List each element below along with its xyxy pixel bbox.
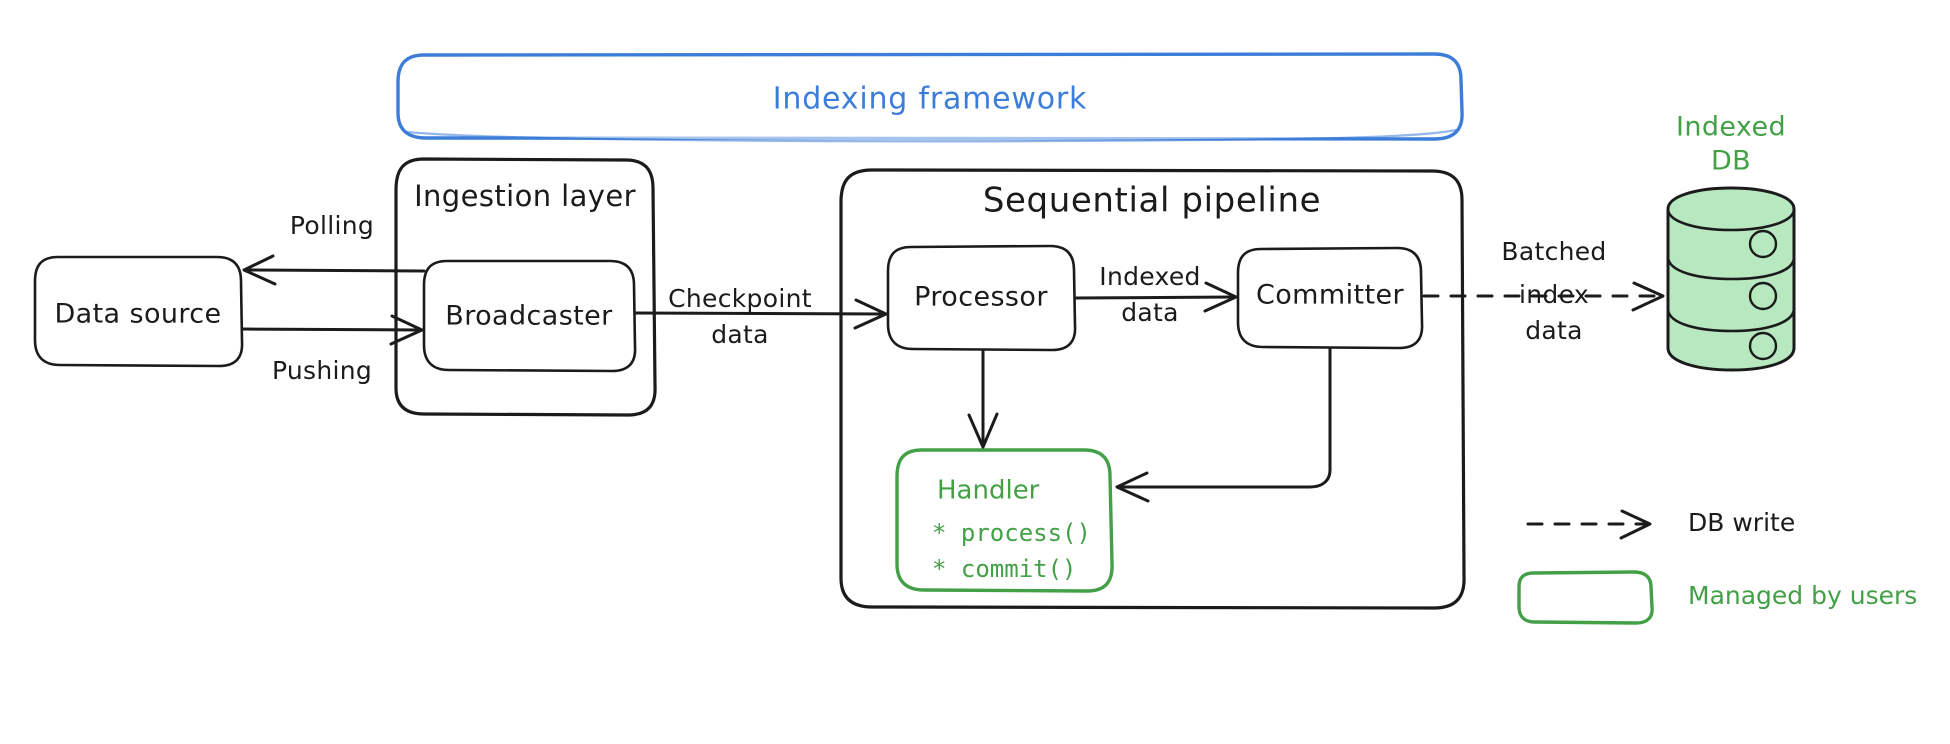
batched-label-line2: index (1519, 280, 1589, 309)
checkpoint-arrowhead (853, 298, 888, 330)
pushing-line (240, 327, 422, 332)
legend-managed-by-users-label: Managed by users (1688, 581, 1917, 610)
edge-indexed-data: Indexed data (1073, 262, 1238, 327)
edge-batched-index-data: Batched index data (1422, 237, 1665, 345)
pushing-label: Pushing (272, 356, 372, 385)
ingestion-layer-label: Ingestion layer (414, 179, 636, 213)
processor-shape (886, 244, 1077, 352)
handler-method-process: * process() (932, 519, 1091, 547)
db-indicator-dot-1 (1748, 229, 1778, 259)
db-cylinder-top-ellipse (1666, 207, 1796, 232)
node-handler[interactable]: Handler * process() * commit() (895, 448, 1114, 593)
committer-label: Committer (1256, 280, 1404, 311)
db-cylinder-band-2 (1666, 307, 1796, 333)
checkpoint-line (633, 311, 886, 316)
legend-item-db-write[interactable]: DB write (1526, 508, 1795, 540)
broadcaster-label: Broadcaster (445, 301, 613, 332)
checkpoint-label-line2: data (711, 320, 769, 349)
edge-committer-to-handler (1115, 346, 1332, 503)
committer-handler-line (1118, 346, 1332, 489)
node-data-source[interactable]: Data source (33, 255, 244, 368)
broadcaster-shape (422, 259, 637, 373)
polling-line (244, 268, 426, 273)
indexed-label-line2: data (1121, 298, 1179, 327)
legend: DB write Managed by users (1517, 508, 1917, 625)
batched-label-line1: Batched (1501, 237, 1606, 266)
node-processor[interactable]: Processor (886, 244, 1077, 352)
legend-item-managed-by-users[interactable]: Managed by users (1517, 570, 1917, 625)
db-indicator-dot-3 (1748, 331, 1778, 361)
indexed-line (1073, 295, 1236, 300)
processor-handler-arrowhead (967, 412, 999, 449)
handler-method-commit: * commit() (932, 555, 1077, 583)
indexed-label-line1: Indexed (1099, 262, 1200, 291)
processor-label: Processor (914, 282, 1048, 313)
data-source-label: Data source (54, 299, 221, 330)
framework-banner-label: Indexing framework (773, 82, 1087, 117)
committer-handler-arrowhead (1115, 471, 1150, 503)
sequential-pipeline-label: Sequential pipeline (983, 181, 1321, 221)
node-broadcaster[interactable]: Broadcaster (422, 259, 637, 373)
polling-label: Polling (290, 211, 374, 240)
handler-shape (895, 448, 1114, 593)
pushing-arrowhead (389, 314, 424, 346)
indexed-database[interactable]: Indexed DB (1666, 112, 1796, 372)
db-indicator-dot-2 (1748, 281, 1778, 311)
checkpoint-label-line1: Checkpoint (668, 284, 812, 313)
indexed-db-label-line2: DB (1711, 146, 1751, 177)
edge-processor-to-handler (967, 348, 999, 449)
indexed-arrowhead (1203, 281, 1238, 313)
framework-banner-sketch-stroke (406, 128, 1458, 143)
data-source-shape (33, 255, 244, 368)
indexed-db-label-line1: Indexed (1676, 112, 1786, 143)
node-committer[interactable]: Committer (1236, 246, 1424, 350)
committer-shape (1236, 246, 1424, 350)
edge-pushing: Pushing (240, 314, 424, 385)
indexing-framework-banner[interactable]: Indexing framework (396, 52, 1464, 143)
polling-arrowhead (242, 254, 277, 286)
batched-arrowhead (1631, 281, 1665, 312)
edge-polling: Polling (242, 211, 426, 286)
legend-dashed-arrowhead (1619, 509, 1652, 540)
handler-title: Handler (937, 476, 1040, 506)
db-cylinder-band-1 (1666, 256, 1796, 281)
batched-label-line3: data (1525, 316, 1583, 345)
legend-db-write-label: DB write (1688, 508, 1795, 537)
legend-green-swatch (1517, 570, 1654, 625)
framework-banner-shape (396, 52, 1464, 141)
edge-checkpoint-data: Checkpoint data (633, 284, 888, 349)
